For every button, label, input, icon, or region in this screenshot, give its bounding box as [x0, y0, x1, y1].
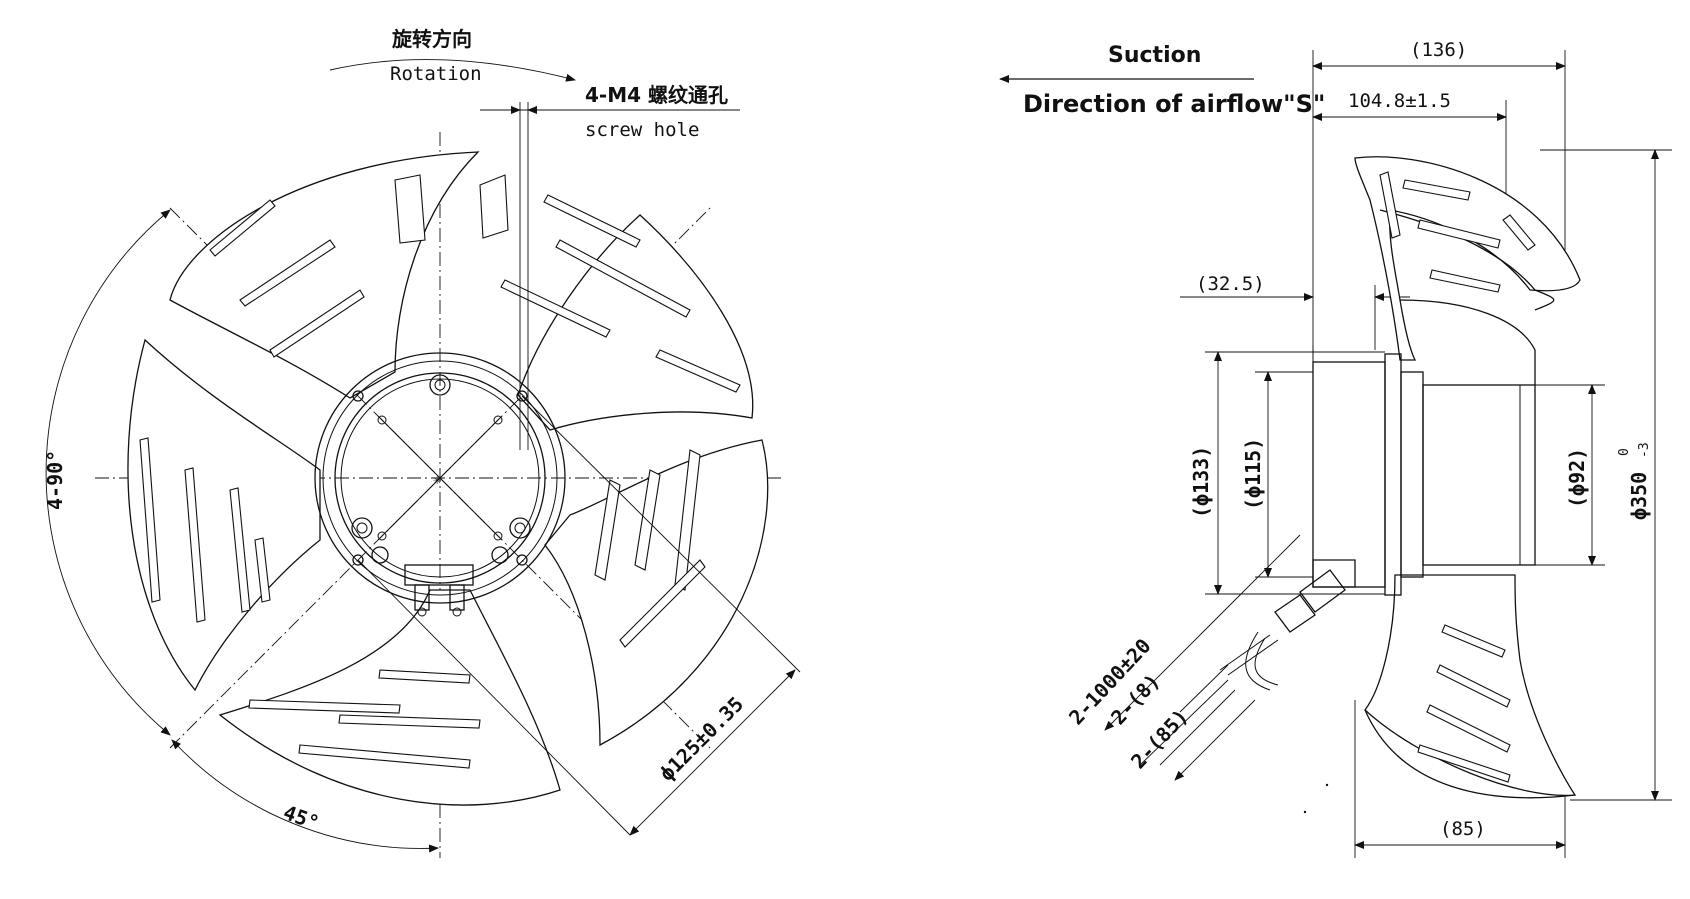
- side-view: Suction Direction of airflow"S" (136) 10…: [999, 39, 1672, 858]
- dim-136-label: (136): [1410, 39, 1467, 61]
- rotation-en-label: Rotation: [390, 63, 482, 85]
- rotation-cn-label: 旋转方向: [391, 27, 472, 51]
- dim-85-label: (85): [1440, 818, 1486, 840]
- angle-45-arc: [171, 739, 439, 853]
- screw-hole-icon: [352, 390, 364, 402]
- angle-4x90-arc: [45, 209, 171, 736]
- svg-text:✳: ✳: [433, 472, 442, 488]
- airflow-label: Direction of airflow"S": [1023, 90, 1325, 118]
- bolt-icon: [509, 517, 531, 539]
- cable-gland: [404, 564, 474, 586]
- dim-350-label: ϕ350: [1627, 472, 1651, 520]
- screw-cn-label: 4-M4 螺纹通孔: [585, 83, 728, 107]
- bolt-icon: [351, 517, 373, 539]
- pcd-dimension-line: [629, 669, 796, 836]
- blade-2: [517, 214, 754, 431]
- suction-label: Suction: [1108, 43, 1201, 68]
- screw-hole-icon: [516, 554, 528, 566]
- dim-104-label: 104.8±1.5: [1348, 90, 1451, 112]
- motor-hub: ✳: [314, 352, 566, 617]
- fan-housing: [1219, 156, 1581, 799]
- bolt-icon: [429, 374, 451, 396]
- tol-upper-label: 0: [1617, 448, 1632, 456]
- dim-115-label: (ϕ115): [1241, 438, 1265, 510]
- blade-5: [127, 338, 321, 692]
- motor-body: [1312, 361, 1386, 588]
- dim-133-label: (ϕ133): [1189, 446, 1213, 518]
- screw-hole-icon: [352, 554, 364, 566]
- tol-lower-label: -3: [1637, 442, 1652, 458]
- screw-hole-icon: [516, 390, 528, 402]
- rotor-body: [1422, 384, 1536, 566]
- hub-outer-ring: [314, 352, 566, 604]
- rotation-arrow-icon: [329, 59, 576, 82]
- fan-blades: [127, 151, 769, 806]
- screw-en-label: screw hole: [585, 119, 699, 141]
- dim-32-label: (32.5): [1196, 273, 1265, 295]
- front-view: ✳ 旋转方向 R: [43, 27, 801, 858]
- blade-4: [218, 589, 561, 806]
- angle-45-label: 45°: [280, 800, 322, 835]
- hub-inner-ring: [334, 372, 546, 584]
- angle-4x90-label: 4-90°: [43, 450, 67, 510]
- blade-slots: [139, 174, 741, 769]
- dim-92-label: (ϕ92): [1565, 448, 1589, 508]
- blade-3: [544, 439, 769, 747]
